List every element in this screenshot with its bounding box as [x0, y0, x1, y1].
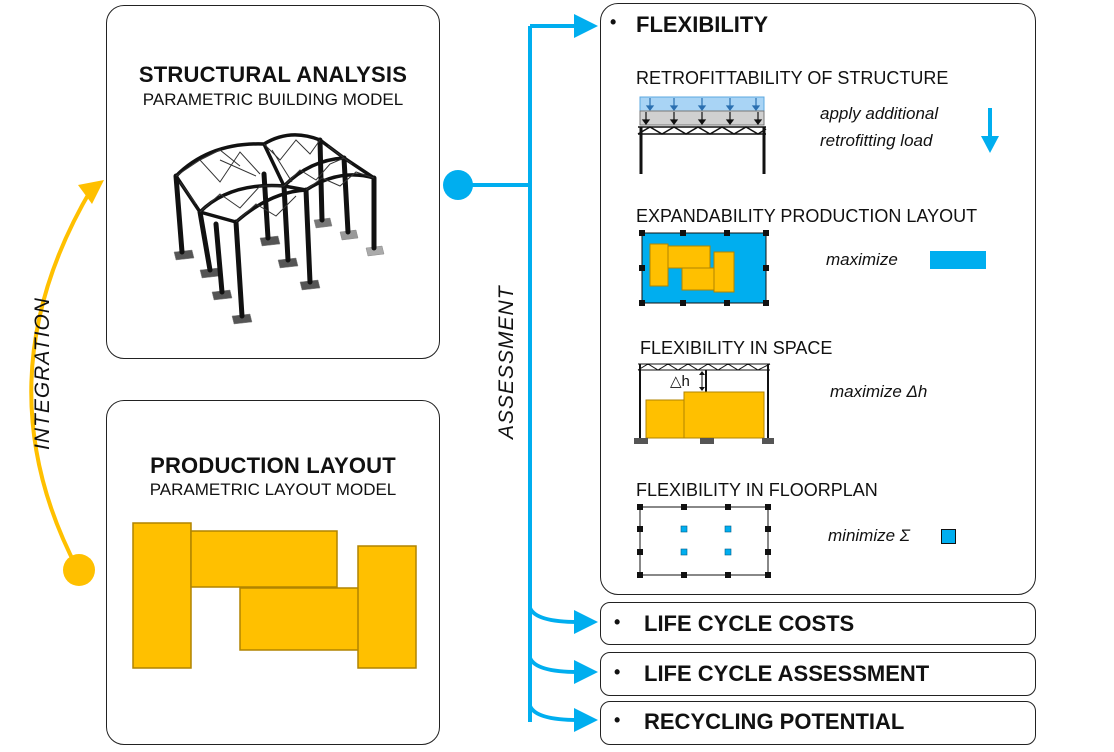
recycling-potential-bullet: •	[614, 710, 621, 730]
flexibility-bullet: •	[610, 12, 617, 32]
structural-analysis-subtitle: PARAMETRIC BUILDING MODEL	[142, 90, 404, 109]
life-cycle-costs-box	[600, 602, 1036, 645]
integration-arrow	[29, 180, 104, 586]
recycling-potential-box	[600, 701, 1036, 745]
blue-square-icon	[941, 529, 956, 544]
floorplan-illustration	[637, 504, 771, 578]
production-layout-blocks	[132, 522, 417, 669]
criterion-space-label: FLEXIBILITY IN SPACE	[640, 338, 833, 358]
structural-analysis-box: STRUCTURAL ANALYSIS PARAMETRIC BUILDING …	[106, 5, 440, 359]
criterion-expandability-label: EXPANDABILITY PRODUCTION LAYOUT	[636, 206, 978, 226]
criterion-floorplan-label: FLEXIBILITY IN FLOORPLAN	[636, 480, 878, 500]
flexibility-title: FLEXIBILITY	[636, 12, 768, 37]
retrofit-action-line1: apply additional	[820, 104, 939, 123]
expandability-illustration	[639, 230, 769, 306]
criterion-retrofittability-label: RETROFITTABILITY OF STRUCTURE	[636, 68, 949, 88]
blue-rectangle-icon	[930, 251, 986, 269]
down-arrow-icon	[981, 108, 999, 153]
recycling-potential-label: RECYCLING POTENTIAL	[644, 709, 905, 734]
retrofit-load-illustration	[637, 96, 767, 174]
expandability-action: maximize	[826, 250, 898, 269]
assessment-connector	[443, 14, 598, 732]
floorplan-action: minimize Σ	[828, 526, 910, 545]
delta-h-label: △h	[670, 373, 690, 390]
life-cycle-costs-label: LIFE CYCLE COSTS	[644, 611, 855, 636]
life-cycle-assessment-label: LIFE CYCLE ASSESSMENT	[644, 661, 930, 686]
retrofit-action-line2: retrofitting load	[820, 131, 933, 150]
building-frame-illustration	[173, 133, 385, 325]
structural-analysis-title: STRUCTURAL ANALYSIS	[138, 62, 408, 87]
space-illustration: △h	[634, 363, 774, 444]
assessment-label: ASSESSMENT	[495, 285, 518, 439]
life-cycle-assessment-bullet: •	[614, 662, 621, 682]
production-layout-title: PRODUCTION LAYOUT	[150, 453, 396, 478]
life-cycle-costs-bullet: •	[614, 612, 621, 632]
space-action: maximize Δh	[830, 382, 928, 401]
life-cycle-assessment-box	[600, 652, 1036, 696]
production-layout-subtitle: PARAMETRIC LAYOUT MODEL	[149, 480, 397, 499]
